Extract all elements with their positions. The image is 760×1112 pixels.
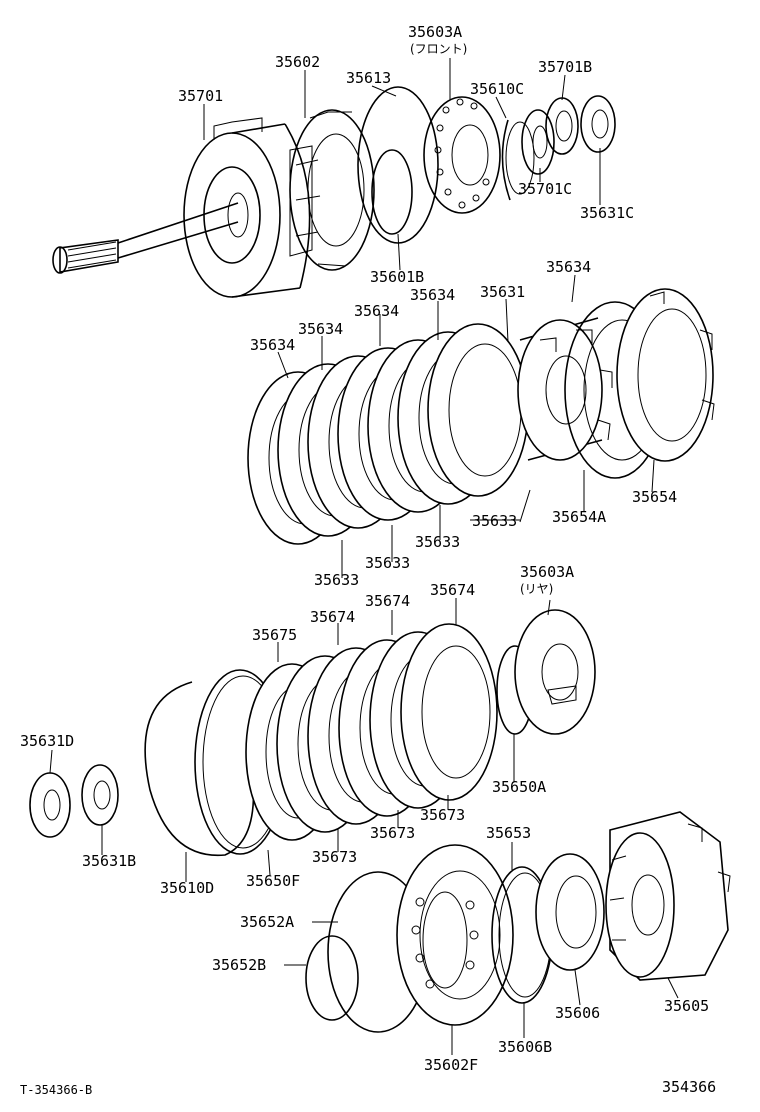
label-35610C: 35610C [470, 80, 524, 98]
label-35654: 35654 [632, 488, 677, 506]
label-35653: 35653 [486, 824, 531, 842]
label-35605: 35605 [664, 997, 709, 1015]
label-35631: 35631 [480, 283, 525, 301]
label-35701: 35701 [178, 87, 223, 105]
label-35701B: 35701B [538, 58, 592, 76]
label-35634-c: 35634 [354, 302, 399, 320]
label-35602: 35602 [275, 53, 320, 71]
label-35633-a: 35633 [472, 512, 517, 530]
label-35675: 35675 [252, 626, 297, 644]
clutch-pack-lower [29, 609, 596, 857]
part-labels: 35701 35602 35613 35603A (フロント) 35610C 3… [20, 23, 709, 1074]
label-35602F: 35602F [424, 1056, 478, 1074]
label-35603A-front: 35603A [408, 23, 462, 41]
label-35606: 35606 [555, 1004, 600, 1022]
label-35673-c: 35673 [420, 806, 465, 824]
label-35634-d: 35634 [298, 320, 343, 338]
label-35633-c: 35633 [365, 554, 410, 572]
label-35650A: 35650A [492, 778, 546, 796]
footer-diagram-number: 354366 [662, 1078, 716, 1096]
label-35634-b: 35634 [410, 286, 455, 304]
label-35674-a: 35674 [430, 581, 475, 599]
label-35633-d: 35633 [314, 571, 359, 589]
label-35654A: 35654A [552, 508, 606, 526]
label-35673-a: 35673 [312, 848, 357, 866]
label-35631D: 35631D [20, 732, 74, 750]
label-35631C: 35631C [580, 204, 634, 222]
label-35606B: 35606B [498, 1038, 552, 1056]
leader-lines [49, 58, 679, 1055]
label-rear-note: (リヤ) [520, 582, 553, 596]
label-35650F: 35650F [246, 872, 300, 890]
label-front-note: (フロント) [410, 42, 467, 56]
label-35633-b: 35633 [415, 533, 460, 551]
label-35674-b: 35674 [365, 592, 410, 610]
label-35634-a: 35634 [546, 258, 591, 276]
label-35634-e: 35634 [250, 336, 295, 354]
label-35631B: 35631B [82, 852, 136, 870]
footer-drawing-code: T-354366-B [20, 1083, 92, 1097]
label-35613: 35613 [346, 69, 391, 87]
label-35652A: 35652A [240, 913, 294, 931]
label-35610D: 35610D [160, 879, 214, 897]
piston-case-assembly [305, 811, 731, 1033]
label-35673-b: 35673 [370, 824, 415, 842]
label-35603A-rear: 35603A [520, 563, 574, 581]
label-35652B: 35652B [212, 956, 266, 974]
label-35701C: 35701C [518, 180, 572, 198]
clutch-pack-upper [247, 288, 715, 545]
label-35674-c: 35674 [310, 608, 355, 626]
label-35601B: 35601B [370, 268, 424, 286]
